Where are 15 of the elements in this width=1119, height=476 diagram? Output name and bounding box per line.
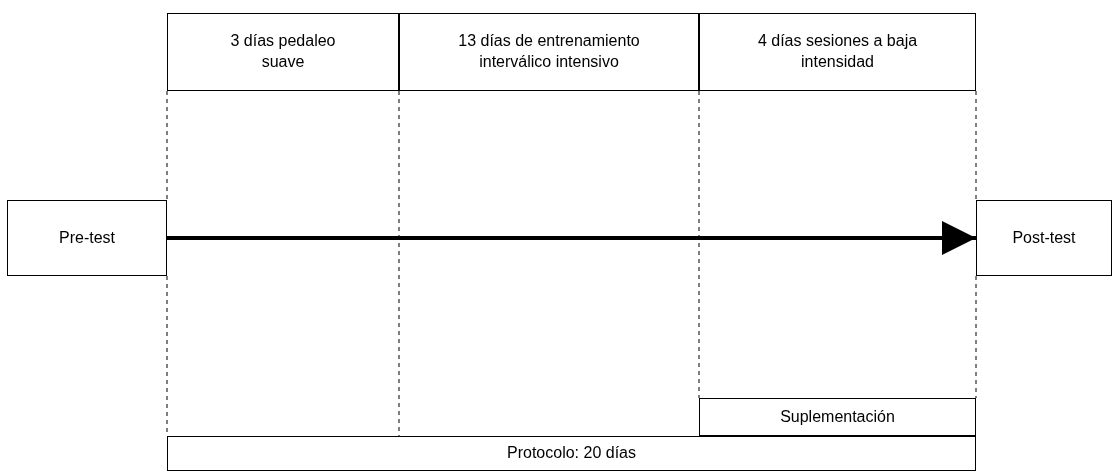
box-label: 13 días de entrenamiento interválico intensivo [457,31,641,72]
box-label: Suplementación [780,406,895,427]
phase-box [7,200,167,276]
arrow [167,221,976,255]
box-label: 4 días sesiones a baja intensidad [756,31,919,72]
phase-box [399,13,699,91]
phase-box [699,398,976,436]
phase-box [699,13,976,91]
box-label: 3 días pedaleo suave [229,31,337,72]
box-label: Pre-test [59,227,115,248]
phase-box [167,436,976,471]
phase-box [976,200,1112,276]
box-label: Post-test [1012,227,1076,248]
box-label: Protocolo: 20 días [507,443,636,464]
phase-box [167,13,399,91]
